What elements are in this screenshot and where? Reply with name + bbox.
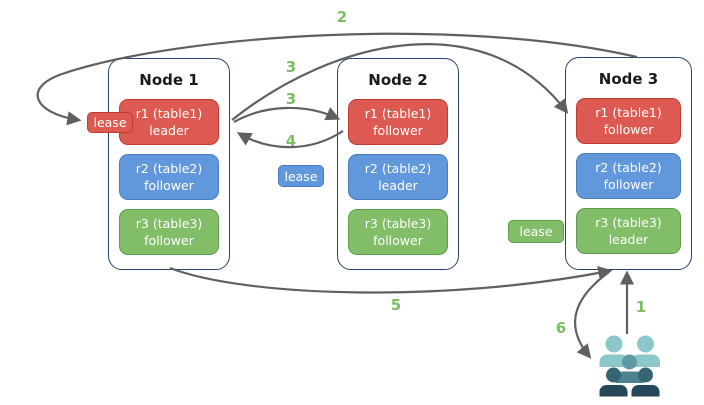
step-label-3a: 3: [285, 58, 297, 76]
arrow-step5-node1-to-node3: [169, 266, 613, 294]
replica-label: r3 (table3): [135, 215, 203, 231]
node1-replica-r2: r2 (table2) follower: [119, 154, 219, 200]
replica-label: r2 (table2): [135, 160, 203, 176]
node-title: Node 1: [139, 71, 199, 89]
replica-role: follower: [144, 233, 194, 248]
replica-label: r2 (table2): [595, 159, 662, 175]
node3-replica-r3: r3 (table3) leader: [576, 208, 681, 254]
node2-replica-r3: r3 (table3) follower: [348, 209, 448, 255]
replica-label: r3 (table3): [364, 215, 432, 231]
node1-replica-r3: r3 (table3) follower: [119, 209, 219, 255]
replica-role: follower: [603, 177, 654, 192]
replica-role: follower: [373, 233, 423, 248]
replica-role: follower: [603, 122, 654, 137]
replica-label: r1 (table1): [135, 105, 203, 121]
replica-label: r1 (table1): [364, 105, 432, 121]
node-2: Node 2 r1 (table1) follower r2 (table2) …: [337, 58, 459, 270]
step-label-5: 5: [390, 296, 402, 314]
node-3: Node 3 r1 (table1) follower r2 (table2) …: [565, 57, 692, 270]
step-label-4: 4: [285, 132, 297, 150]
arrow-step3-node1-to-node2: [233, 106, 341, 123]
node3-replica-r2: r2 (table2) follower: [576, 153, 681, 199]
step-label-6: 6: [555, 319, 567, 337]
replica-role: leader: [149, 123, 189, 138]
replica-label: r3 (table3): [595, 214, 662, 230]
node1-replica-r1: r1 (table1) leader: [119, 99, 219, 145]
node-title: Node 2: [368, 71, 428, 89]
node-1: Node 1 r1 (table1) leader r2 (table2) fo…: [108, 58, 230, 270]
lease-badge-table3: lease: [508, 220, 564, 243]
step-label-3b: 3: [285, 90, 297, 108]
node3-replica-r1: r1 (table1) follower: [576, 98, 681, 144]
users-group-icon: [599, 335, 660, 397]
replica-role: follower: [144, 178, 194, 193]
node2-replica-r2: r2 (table2) leader: [348, 154, 448, 200]
step-label-1: 1: [635, 298, 647, 316]
replica-role: leader: [608, 232, 649, 247]
replica-label: r1 (table1): [595, 104, 662, 120]
replica-role: leader: [378, 178, 418, 193]
lease-badge-table1: lease: [87, 112, 133, 133]
node-title: Node 3: [598, 70, 659, 88]
lease-badge-table2: lease: [278, 165, 324, 187]
node2-replica-r1: r1 (table1) follower: [348, 99, 448, 145]
replica-label: r2 (table2): [364, 160, 432, 176]
step-label-2: 2: [336, 8, 348, 26]
replica-role: follower: [373, 123, 423, 138]
